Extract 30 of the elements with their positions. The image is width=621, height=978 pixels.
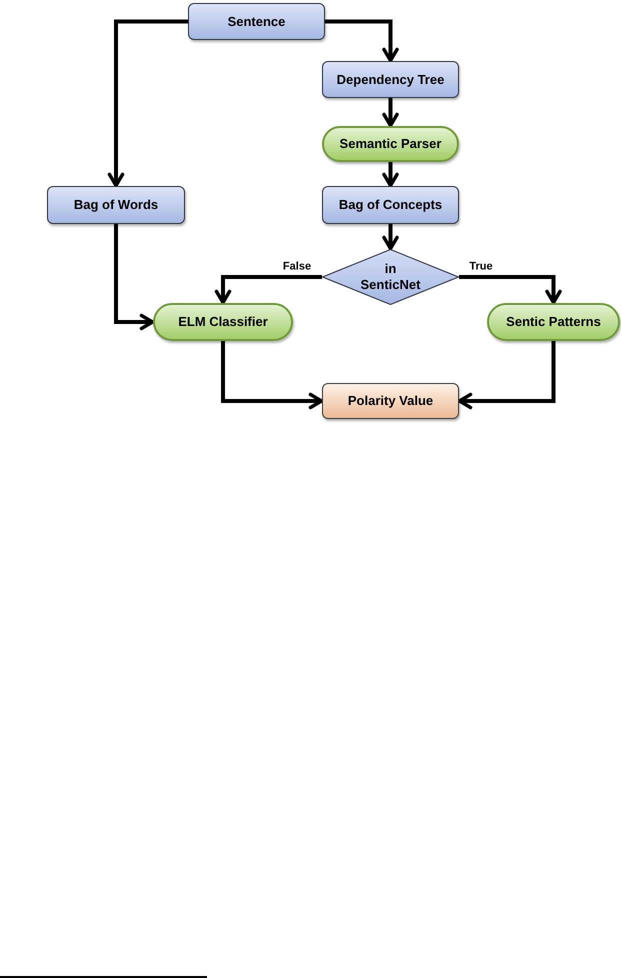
result-box	[322, 383, 459, 419]
decision-diamond	[322, 249, 459, 305]
node-label: Dependency Tree	[336, 72, 444, 88]
edge-label: False	[282, 262, 312, 272]
node-label: Sentic Patterns	[506, 314, 601, 330]
rounded-process-box	[487, 303, 620, 341]
arrow	[325, 20, 399, 62]
node-label: in SenticNet	[360, 261, 422, 293]
process-box	[322, 186, 459, 224]
node-label: Sentence	[228, 14, 286, 30]
arrow	[382, 224, 399, 250]
rounded-process-box	[322, 126, 459, 162]
arrow	[221, 341, 324, 410]
node-label: Bag of Concepts	[338, 197, 442, 213]
arrow	[214, 275, 322, 304]
arrow	[114, 224, 154, 330]
node-label: Semantic Parser	[340, 136, 442, 152]
process-box	[322, 61, 459, 98]
rounded-process-box	[153, 303, 293, 341]
node-label: ELM Classifier	[178, 314, 268, 330]
arrow	[108, 20, 188, 188]
edge-label: True	[468, 262, 494, 272]
arrow	[459, 275, 562, 304]
node-label: Polarity Value	[348, 393, 434, 409]
process-box	[47, 186, 185, 224]
arrow	[458, 341, 556, 410]
process-box	[188, 3, 325, 40]
node-label: Bag of Words	[74, 197, 158, 213]
arrow	[382, 98, 399, 128]
arrow	[382, 162, 399, 188]
